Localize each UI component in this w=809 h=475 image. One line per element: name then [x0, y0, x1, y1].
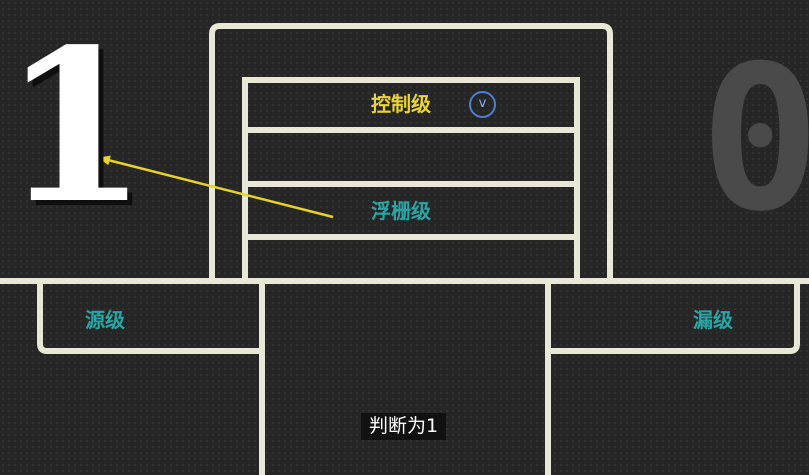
subtitle-caption: 判断为1	[361, 413, 447, 440]
drain-region	[548, 281, 800, 354]
drain-label: 漏级	[693, 308, 733, 332]
pointer-arrow	[98, 155, 334, 219]
source-label: 源级	[85, 308, 125, 332]
source-region	[37, 281, 259, 354]
digit-zero: 0	[700, 23, 809, 256]
floating-gate-label: 浮栅级	[371, 199, 431, 223]
gate-layer-label: 控制级	[371, 92, 431, 116]
transistor-outer-body	[209, 23, 613, 280]
digit-one: 1	[2, 3, 149, 250]
chevron-down-icon[interactable]: v	[469, 91, 496, 118]
gate-stack-frame	[242, 77, 580, 280]
